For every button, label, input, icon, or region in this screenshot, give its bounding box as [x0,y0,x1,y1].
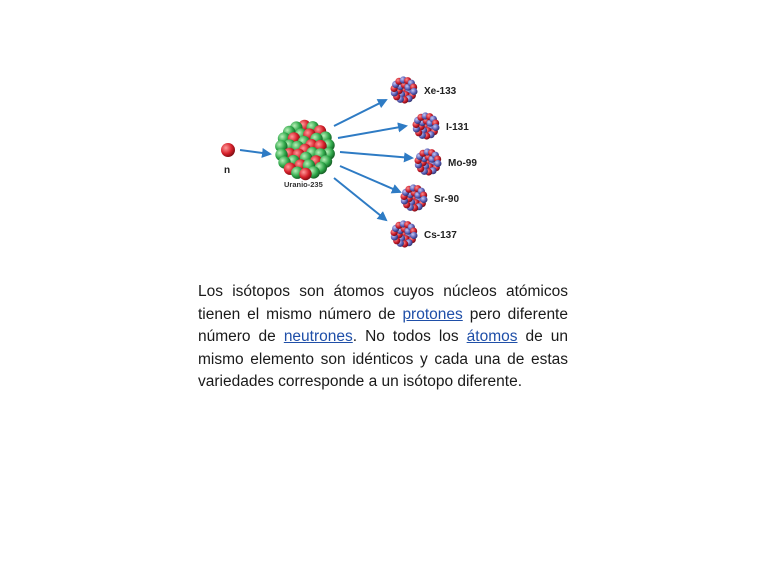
fission-arrows [333,99,414,222]
text-part-4: de un mismo elemento son idénticos y cad… [198,328,568,390]
product-label: Sr-90 [434,194,459,205]
uranium-nucleus [275,119,335,181]
text-part-1: Los isótopos son átomos cuyos núcleos at… [198,283,568,323]
arrow-to-sr [339,165,402,194]
product-label: Xe-133 [424,86,457,97]
uranium-label: Uranio-235 [284,180,323,189]
product-nucleus-mo-99: Mo-99 [414,148,477,176]
link-atomos[interactable]: átomos [466,328,518,345]
arrow-to-i [337,122,408,139]
arrow-to-xe [333,99,388,127]
product-label: Mo-99 [448,158,477,169]
arrow-to-mo [339,151,414,163]
neutron-label: n [224,165,230,176]
product-nucleus-xe-133: Xe-133 [390,76,457,104]
product-nucleus-i-131: I-131 [412,112,469,140]
isotope-description: Los isótopos son átomos cuyos núcleos at… [198,281,568,394]
neutron-particle [221,143,235,157]
product-nucleus-sr-90: Sr-90 [400,184,459,212]
product-label: Cs-137 [424,230,457,241]
text-part-3: . No todos los [352,328,467,345]
link-protones[interactable]: protones [402,305,463,323]
incoming-arrow [239,147,272,158]
link-neutrones[interactable]: neutrones [283,328,353,345]
text-part-2: pero diferente número de [198,305,568,346]
product-label: I-131 [446,122,469,133]
product-nucleus-cs-137: Cs-137 [390,220,457,248]
arrow-to-cs [333,177,388,222]
